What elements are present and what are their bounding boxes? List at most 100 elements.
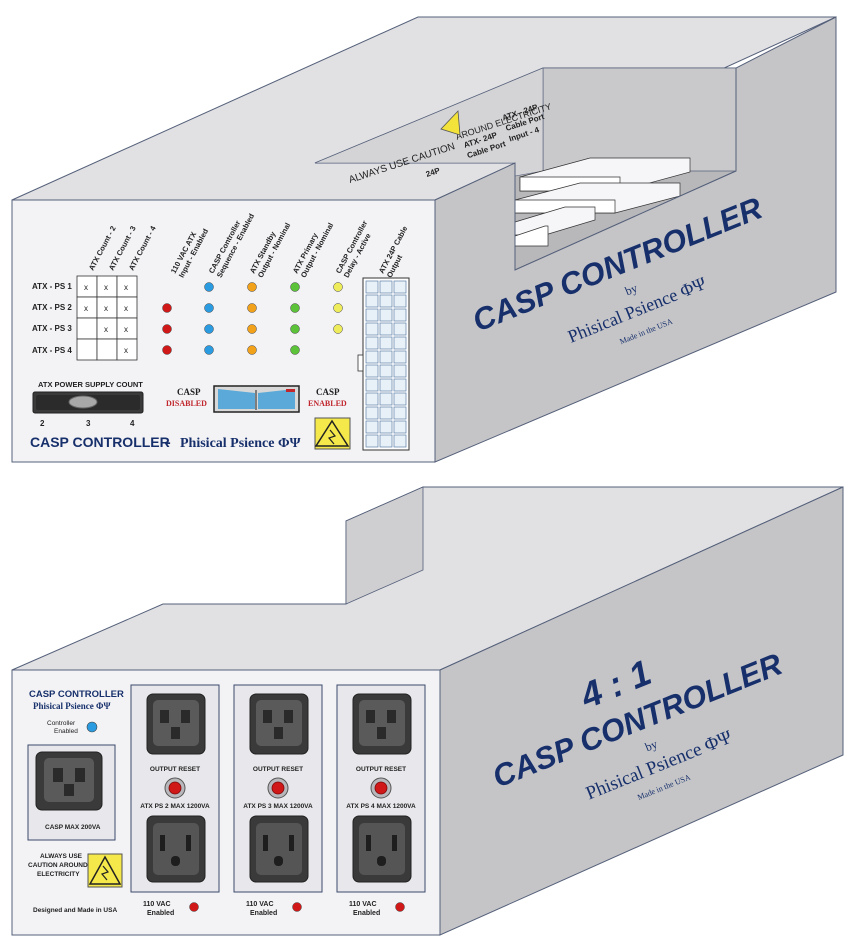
cell-ps1-c4: x <box>124 283 128 292</box>
led-standby-ps1 <box>247 282 257 292</box>
module-inlet-face <box>153 700 199 746</box>
connector-pin <box>365 336 379 350</box>
led-seq-ps1 <box>204 282 214 292</box>
connector-pin <box>365 378 379 392</box>
outlet-slot <box>160 835 165 851</box>
top-unit-cavity-back-wall <box>542 67 737 172</box>
led-primary-ps3 <box>290 324 300 334</box>
led-standby-ps4 <box>247 345 257 355</box>
output-reset-button[interactable] <box>267 777 289 799</box>
connector-pin <box>365 294 379 308</box>
atx-24p-output-connector <box>357 277 410 451</box>
row-label-ps3: ATX - PS 3 <box>32 324 72 333</box>
vac-label-1: 110 VAC <box>246 901 274 908</box>
vac-enabled-led <box>189 902 199 912</box>
switch-title: ATX POWER SUPPLY COUNT <box>38 380 143 389</box>
led-seq-ps2 <box>204 303 214 313</box>
led-vac-ps4 <box>162 345 172 355</box>
vac-label-2: Enabled <box>250 910 277 917</box>
bottom-unit-step-riser <box>345 486 424 605</box>
connector-pin <box>379 322 393 336</box>
connector-pin <box>393 294 407 308</box>
module-inlet-face <box>256 700 302 746</box>
caution-electricity-icon <box>314 417 351 450</box>
vac-enabled-led <box>395 902 405 912</box>
caution-line-3: ELECTRICITY <box>37 871 80 878</box>
led-standby-ps2 <box>247 303 257 313</box>
led-seq-ps3 <box>204 324 214 334</box>
connector-pin <box>379 434 393 448</box>
bottom-title: CASP CONTROLLER <box>29 689 124 700</box>
connector-pin <box>393 322 407 336</box>
cell-ps1-c3: x <box>104 283 108 292</box>
connector-pin <box>393 420 407 434</box>
connector-pin <box>365 308 379 322</box>
outlet-slot <box>186 835 191 851</box>
connector-pin <box>365 392 379 406</box>
module-inlet-face <box>359 700 405 746</box>
casp-disabled-label-2: DISABLED <box>166 399 207 408</box>
connector-pin <box>379 378 393 392</box>
outlet-ground <box>377 856 386 866</box>
led-primary-ps1 <box>290 282 300 292</box>
cell-ps1-c2: x <box>84 283 88 292</box>
connector-pin <box>365 420 379 434</box>
connector-pin <box>379 350 393 364</box>
connector-pin <box>393 378 407 392</box>
inlet-pin <box>160 710 169 723</box>
bottom-caution-electricity-icon <box>87 853 123 888</box>
bottom-subtitle: Phisical Psience ΦΨ <box>33 701 110 711</box>
led-vac-ps2 <box>162 303 172 313</box>
led-primary-ps4 <box>290 345 300 355</box>
connector-pin <box>379 406 393 420</box>
led-standby-ps3 <box>247 324 257 334</box>
front-brand-sep: - <box>166 434 171 450</box>
inlet-pin <box>171 727 180 739</box>
vac-label-2: Enabled <box>147 910 174 917</box>
module-rating-label: ATX PS 4 MAX 1200VA <box>346 803 416 810</box>
count-grid: x x x x x x x x x <box>76 275 138 361</box>
top-unit-cavity-floor <box>314 67 544 177</box>
connector-pin <box>379 420 393 434</box>
inlet-pin <box>377 727 386 739</box>
outlet-slot <box>366 835 371 851</box>
outlet-ground <box>274 856 283 866</box>
output-reset-button[interactable] <box>164 777 186 799</box>
connector-pin <box>393 392 407 406</box>
outlet-slot <box>263 835 268 851</box>
caution-line-1: ALWAYS USE <box>40 853 83 860</box>
vac-label-1: 110 VAC <box>349 901 377 908</box>
atx-count-slide-switch[interactable] <box>32 391 144 414</box>
bottom-unit: 4 : 1 CASP CONTROLLER by Phisical Psienc… <box>11 486 844 936</box>
top-front-brand: CASP CONTROLLER - Phisical Psience ΦΨ <box>30 434 301 451</box>
output-reset-button[interactable] <box>370 777 392 799</box>
connector-pin <box>365 406 379 420</box>
connector-pin <box>379 392 393 406</box>
module-rating-label: ATX PS 2 MAX 1200VA <box>140 803 210 810</box>
connector-pin <box>379 364 393 378</box>
controller-enabled-label-2: Enabled <box>54 728 78 735</box>
cell-ps3-c3: x <box>104 325 108 334</box>
inlet-pin <box>284 710 293 723</box>
connector-pin <box>393 350 407 364</box>
vac-label-1: 110 VAC <box>143 901 171 908</box>
connector-pin <box>379 308 393 322</box>
casp-disabled-label-1: CASP <box>177 387 201 397</box>
connector-pin <box>365 350 379 364</box>
row-label-ps2: ATX - PS 2 <box>32 303 72 312</box>
connector-pin <box>393 434 407 448</box>
casp-enable-rocker-switch[interactable] <box>213 385 300 413</box>
status-leds <box>162 282 343 355</box>
casp-max-label: CASP MAX 200VA <box>45 824 101 831</box>
module-outlet-face <box>153 823 199 875</box>
led-delay-ps2 <box>333 303 343 313</box>
switch-tick-3: 3 <box>86 419 91 428</box>
top-unit: ALWAYS USE CAUTION AROUND ELECTRICITY 24… <box>11 16 837 463</box>
front-brand-tail: Phisical Psience ΦΨ <box>180 436 301 451</box>
inlet-pin <box>387 710 396 723</box>
connector-pin <box>365 322 379 336</box>
output-reset-label: OUTPUT RESET <box>253 766 303 773</box>
led-seq-ps4 <box>204 345 214 355</box>
bottom-side-by: by <box>643 737 659 754</box>
